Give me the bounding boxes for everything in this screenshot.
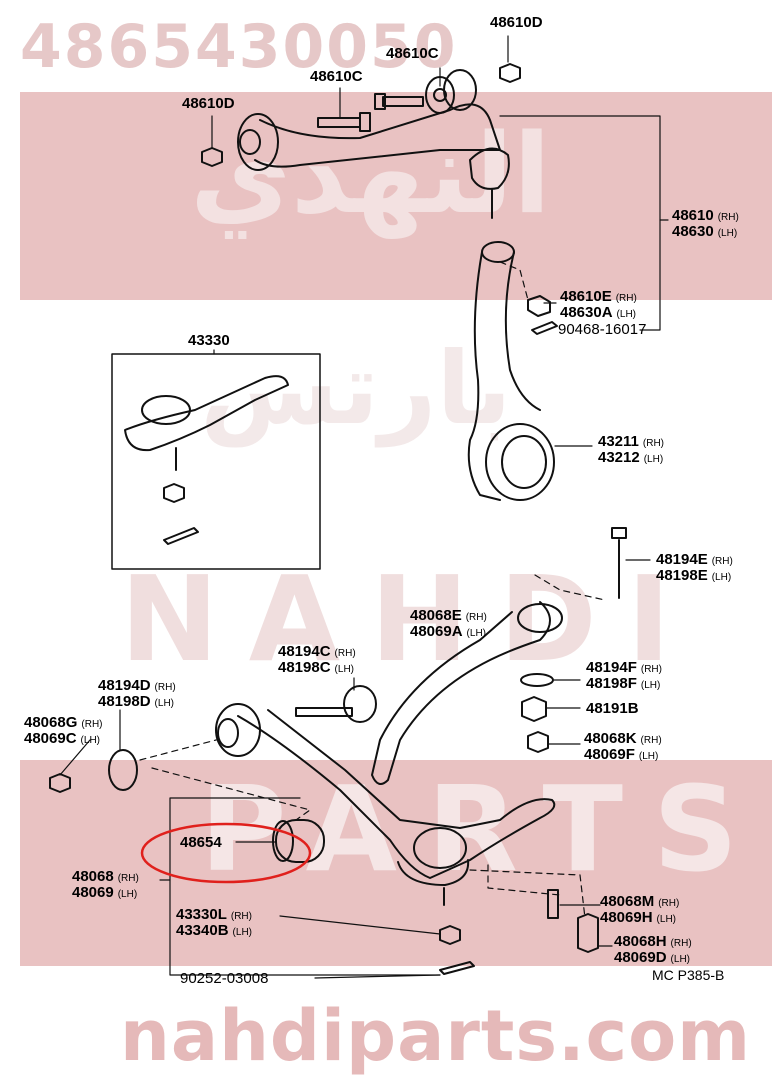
label-48654-callout: 48654: [180, 834, 222, 851]
watermark-site: nahdiparts.com: [120, 995, 752, 1077]
label-48068: 48068(RH): [72, 868, 139, 885]
watermark-brand-nahdi: NAHDI: [120, 550, 701, 688]
diagram-code: MC P385-B: [652, 967, 725, 983]
label-48069F: 48069F(LH): [584, 746, 659, 763]
label-48068K: 48068K(RH): [584, 730, 662, 747]
label-43330: 43330: [188, 332, 230, 349]
label-48069: 48069(LH): [72, 884, 138, 901]
label-48198F: 48198F(LH): [586, 675, 661, 692]
label-48069H: 48069H(LH): [600, 909, 676, 926]
label-48610D-top: 48610D: [490, 14, 543, 31]
watermark-brand-arabic-2: بارتس: [200, 330, 512, 447]
label-48198D: 48198D(LH): [98, 693, 174, 710]
label-48194F: 48194F(RH): [586, 659, 662, 676]
label-43340B: 43340B(LH): [176, 922, 252, 939]
lower-ball-joint-43330: [124, 375, 289, 545]
label-43212: 43212(LH): [598, 449, 664, 466]
ball-joint-inset-box: [111, 353, 321, 570]
label-48191B: 48191B: [586, 700, 639, 717]
label-48068M: 48068M(RH): [600, 893, 680, 910]
label-90252-03008: 90252-03008: [180, 970, 269, 987]
label-90468-16017: 90468-16017: [558, 321, 647, 338]
label-48069C: 48069C(LH): [24, 730, 100, 747]
label-48610D: 48610D: [182, 95, 235, 112]
label-48630A: 48630A(LH): [560, 304, 636, 321]
label-48068G: 48068G(RH): [24, 714, 103, 731]
label-48610C: 48610C: [310, 68, 363, 85]
lower-control-arm: [215, 703, 556, 906]
upper-control-arm: [237, 69, 510, 219]
label-48198C: 48198C(LH): [278, 659, 354, 676]
label-48610E: 48610E(RH): [560, 288, 637, 305]
label-43211: 43211(RH): [598, 433, 664, 450]
bushing-parts: [49, 527, 627, 975]
watermark-part-number: 4865430050: [20, 12, 458, 82]
label-48194E: 48194E(RH): [656, 551, 733, 568]
label-43330L: 43330L(RH): [176, 906, 252, 923]
strut-rod-48068E: [371, 601, 563, 785]
label-48630: 48630(LH): [672, 223, 738, 240]
label-48198E: 48198E(LH): [656, 567, 732, 584]
label-48610C-top: 48610C: [386, 45, 439, 62]
dashed-lines: [139, 261, 606, 919]
leader-lines: [59, 35, 669, 979]
label-48610: 48610(RH): [672, 207, 739, 224]
label-48194D: 48194D(RH): [98, 677, 176, 694]
label-48069A: 48069A(LH): [410, 623, 486, 640]
steering-knuckle: [467, 241, 558, 501]
watermark-brand-parts: PARTS: [200, 760, 769, 898]
label-48194C: 48194C(RH): [278, 643, 356, 660]
highlight-callout-oval: [140, 822, 312, 884]
label-48069D: 48069D(LH): [614, 949, 690, 966]
label-48068H: 48068H(RH): [614, 933, 692, 950]
label-48068E: 48068E(RH): [410, 607, 487, 624]
